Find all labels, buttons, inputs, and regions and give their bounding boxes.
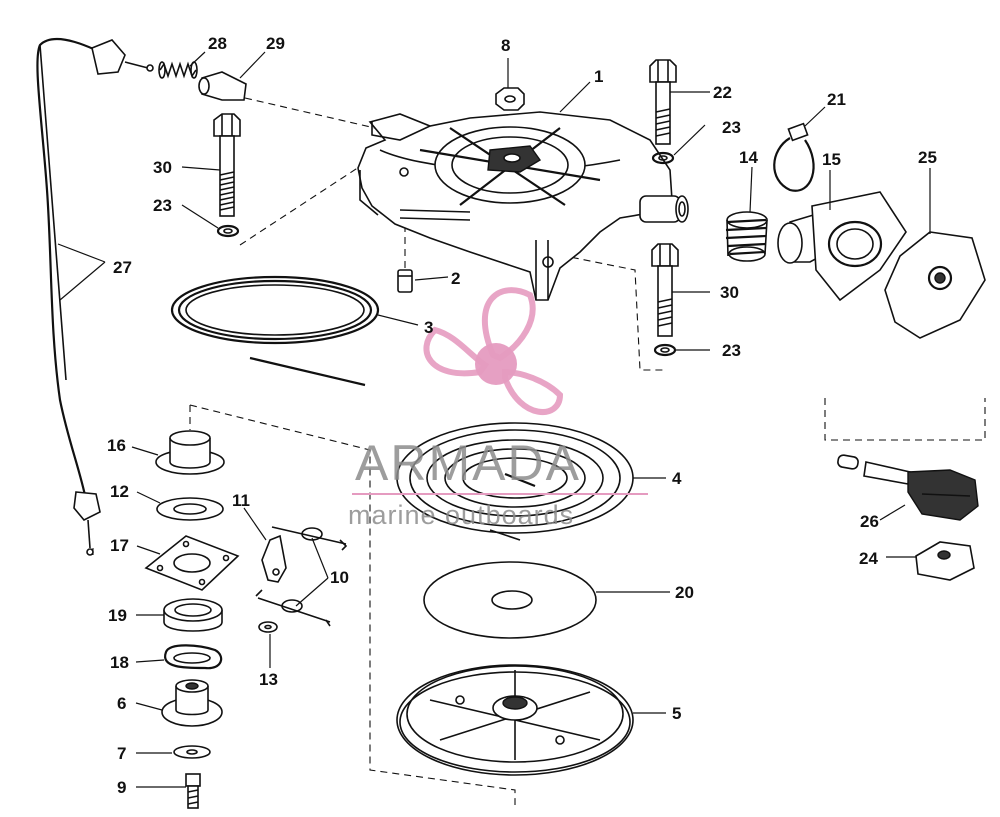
pawl-part-11 <box>261 534 287 583</box>
spring-housing-part-4 <box>396 422 634 541</box>
part-label-2: 2 <box>451 269 460 288</box>
washer-part-7 <box>173 745 211 759</box>
part-label-20: 20 <box>675 583 694 602</box>
handle-bracket-part-15 <box>777 191 907 302</box>
part-label-30-right: 30 <box>720 283 739 302</box>
part-label-29: 29 <box>266 34 285 53</box>
part-label-14: 14 <box>739 148 758 167</box>
handle-plate-part-25 <box>884 231 986 339</box>
screw-part-9 <box>185 773 201 809</box>
part-label-22: 22 <box>713 83 732 102</box>
bolt-part-22 <box>649 59 677 145</box>
part-label-17: 17 <box>110 536 129 555</box>
part-label-15: 15 <box>822 150 841 169</box>
o-ring-part-18 <box>164 644 223 670</box>
friction-disc-part-20 <box>423 561 597 639</box>
part-label-11: 11 <box>232 491 250 510</box>
spring-part-14 <box>725 211 768 262</box>
starter-housing-part-1 <box>357 111 689 301</box>
part-label-1: 1 <box>594 67 603 86</box>
pawl-link-part-10 <box>255 526 348 627</box>
nut-part-8 <box>495 87 525 111</box>
part-label-28: 28 <box>208 34 227 53</box>
part-label-19: 19 <box>108 606 127 625</box>
screw-part-2 <box>397 269 413 293</box>
watermark-tagline: marine outboards <box>348 500 574 530</box>
part-label-18: 18 <box>110 653 129 672</box>
part-label-13: 13 <box>259 670 278 689</box>
pinion-part-6 <box>161 679 223 727</box>
starter-handle-part-26 <box>837 454 979 521</box>
washer-part-12 <box>156 497 224 521</box>
part-label-9: 9 <box>117 778 126 797</box>
part-label-4: 4 <box>672 469 682 488</box>
part-label-23-upper: 23 <box>722 118 741 137</box>
cap-part-16 <box>155 430 225 475</box>
hose-clamp-part-21 <box>773 122 815 192</box>
handle-insert-part-24 <box>915 541 975 581</box>
cam-part-29 <box>198 71 247 101</box>
part-label-30-left: 30 <box>153 158 172 177</box>
recoil-spring-part-3 <box>170 275 380 387</box>
pulley-part-5 <box>396 664 634 776</box>
armada-watermark: ARMADA marine outboards <box>348 287 648 530</box>
part-label-25: 25 <box>918 148 937 167</box>
part-label-16: 16 <box>107 436 126 455</box>
lock-washer-part-23-left <box>216 224 240 238</box>
part-label-23-lower: 23 <box>722 341 741 360</box>
gasket-part-17 <box>144 535 240 591</box>
washer-part-13 <box>258 621 278 633</box>
part-label-7: 7 <box>117 744 126 763</box>
watermark-brand: ARMADA <box>355 435 581 491</box>
part-label-5: 5 <box>672 704 681 723</box>
bolt-part-30-right <box>651 243 679 337</box>
bolt-part-30-left <box>213 113 241 217</box>
part-label-26: 26 <box>860 512 879 531</box>
part-number-labels: 1 2 3 4 5 6 7 8 9 10 11 12 13 14 15 16 1… <box>107 34 937 797</box>
part-label-24: 24 <box>859 549 878 568</box>
part-label-10: 10 <box>330 568 349 587</box>
seal-part-19 <box>163 598 223 632</box>
leader-lines <box>131 51 931 788</box>
part-label-8: 8 <box>501 36 510 55</box>
lock-washer-part-23-lower <box>653 343 677 357</box>
part-label-12: 12 <box>110 482 129 501</box>
propeller-logo-icon <box>423 287 564 415</box>
part-label-6: 6 <box>117 694 126 713</box>
part-label-3: 3 <box>424 318 433 337</box>
part-label-27: 27 <box>113 258 132 277</box>
part-label-21: 21 <box>827 90 846 109</box>
part-label-23-left: 23 <box>153 196 172 215</box>
lock-washer-part-23-upper <box>651 151 675 165</box>
choke-cable-part-27 <box>36 37 154 556</box>
